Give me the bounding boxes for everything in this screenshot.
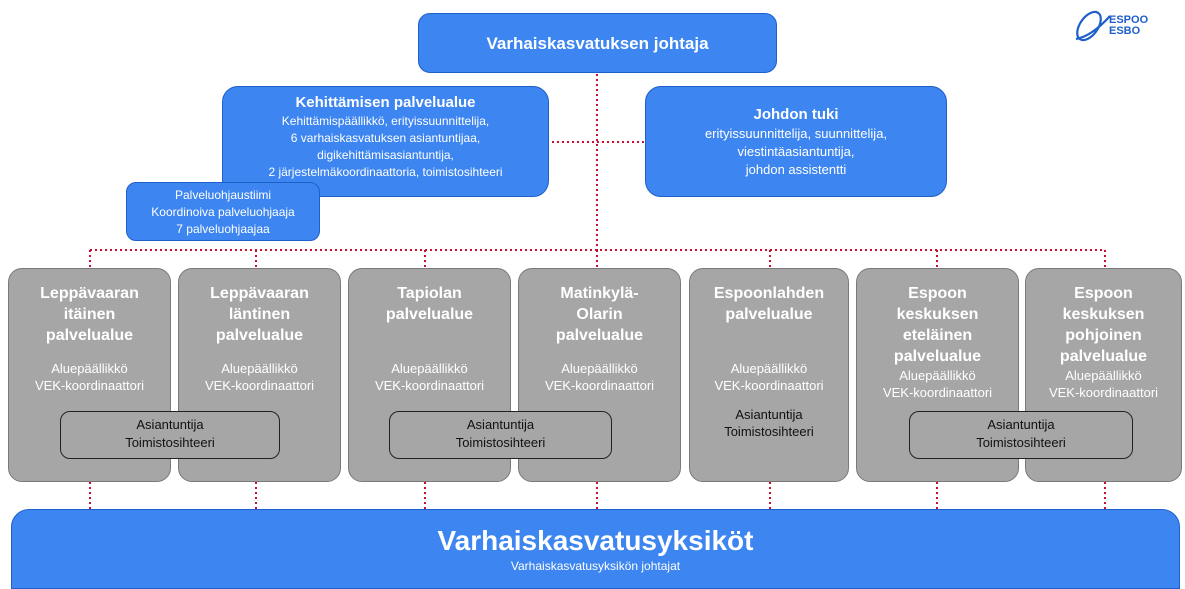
development-line-3: digikehittämisasiantuntija, (317, 148, 454, 162)
guidance-line-2: Koordinoiva palveluohjaaja (151, 205, 295, 219)
shared-1-line-2: Toimistosihteeri (125, 435, 215, 450)
area-espoonlahti: Espoonlahden palvelualue Aluepäällikkö V… (689, 268, 849, 482)
area-3-role-2: VEK-koordinaattori (374, 378, 485, 393)
shared-2-line-1: Asiantuntija (466, 417, 535, 432)
director-title: Varhaiskasvatuksen johtaja (486, 34, 709, 53)
shared-1-line-1: Asiantuntija (136, 417, 204, 432)
area-3-title-1: Tapiolan (397, 285, 462, 302)
shared-2-line-2: Toimistosihteeri (455, 435, 546, 450)
units-title: Varhaiskasvatusyksiköt (437, 525, 754, 556)
support-title: Johdon tuki (753, 106, 839, 123)
area-2-role-1: Aluepäällikkö (221, 361, 298, 376)
area-2-title-1: Leppävaaran (210, 285, 309, 302)
area-7-title-4: palvelualue (1059, 348, 1148, 365)
logo-text-espoo: ESPOO (1109, 14, 1149, 26)
units-box: Varhaiskasvatusyksiköt Varhaiskasvatusyk… (11, 509, 1180, 589)
area-6-title-1: Espoon (908, 285, 967, 302)
area-3-title-2: palvelualue (385, 306, 474, 323)
area-6-role-2: VEK-koordinaattori (882, 385, 993, 400)
area-4-role-2: VEK-koordinaattori (544, 378, 655, 393)
area-5-extra-2: Toimistosihteeri (724, 424, 814, 439)
area-5-extra-1: Asiantuntija (735, 407, 803, 422)
area-5-role-1: Aluepäällikkö (730, 361, 808, 376)
espoo-logo-mark-icon (1075, 10, 1111, 42)
logo-text-esbo: ESBO (1109, 25, 1141, 37)
development-box: Kehittämisen palvelualue Kehittämispääll… (222, 86, 549, 197)
area-6-title-4: palvelualue (893, 348, 982, 365)
guidance-team-box: Palveluohjaustiimi Koordinoiva palveluoh… (126, 182, 320, 241)
area-3-role-1: Aluepäällikkö (391, 361, 468, 376)
area-4-role-1: Aluepäällikkö (561, 361, 638, 376)
shared-staff-box-1: Asiantuntija Toimistosihteeri (60, 411, 280, 459)
management-support-box: Johdon tuki erityissuunnittelija, suunni… (645, 86, 947, 197)
shared-3-line-2: Toimistosihteeri (976, 435, 1066, 450)
area-7-title-2: keskuksen (1062, 306, 1145, 323)
area-2-title-3: palvelualue (215, 327, 304, 344)
area-1-title-2: itäinen (63, 306, 116, 323)
area-1-role-1: Aluepäällikkö (51, 361, 128, 376)
area-5-title-2: palvelualue (725, 306, 813, 323)
shared-3-line-1: Asiantuntija (987, 417, 1055, 432)
development-line-4: 2 järjestelmäkoordinaattoria, toimistosi… (268, 165, 503, 179)
area-2-role-2: VEK-koordinaattori (204, 378, 315, 393)
units-subtitle: Varhaiskasvatusyksikön johtajat (510, 559, 681, 573)
area-7-role-1: Aluepäällikkö (1065, 368, 1142, 383)
area-6-title-2: keskuksen (896, 306, 979, 323)
espoo-logo: ESPOO ESBO (1068, 6, 1180, 46)
support-line-2: viestintäasiantuntija, (737, 144, 855, 159)
area-4-title-1: Matinkylä- (560, 285, 639, 302)
area-5-role-2: VEK-koordinaattori (714, 378, 824, 393)
guidance-line-3: 7 palveluohjaajaa (176, 222, 270, 236)
area-6-role-1: Aluepäällikkö (899, 368, 976, 383)
area-7-title-1: Espoon (1074, 285, 1133, 302)
area-4-title-3: palvelualue (555, 327, 644, 344)
development-line-1: Kehittämispäällikkö, erityissuunnittelij… (281, 114, 490, 128)
area-2-title-2: läntinen (228, 306, 291, 323)
area-4-title-2: Olarin (576, 306, 623, 323)
director-box: Varhaiskasvatuksen johtaja (418, 13, 777, 73)
area-7-title-3: pohjoinen (1065, 327, 1142, 344)
area-1-title-3: palvelualue (45, 327, 134, 344)
development-title: Kehittämisen palvelualue (295, 94, 476, 111)
guidance-line-1: Palveluohjaustiimi (174, 188, 272, 202)
shared-staff-box-2: Asiantuntija Toimistosihteeri (389, 411, 612, 459)
area-6-title-3: eteläinen (902, 327, 973, 344)
area-1-role-2: VEK-koordinaattori (34, 378, 145, 393)
development-line-2: 6 varhaiskasvatuksen asiantuntijaa, (290, 131, 481, 145)
shared-staff-box-3: Asiantuntija Toimistosihteeri (909, 411, 1133, 459)
support-line-3: johdon assistentti (745, 162, 847, 177)
area-1-title-1: Leppävaaran (40, 285, 139, 302)
area-5-title-1: Espoonlahden (713, 285, 825, 302)
area-7-role-2: VEK-koordinaattori (1048, 385, 1159, 400)
support-line-1: erityissuunnittelija, suunnittelija, (704, 126, 888, 141)
